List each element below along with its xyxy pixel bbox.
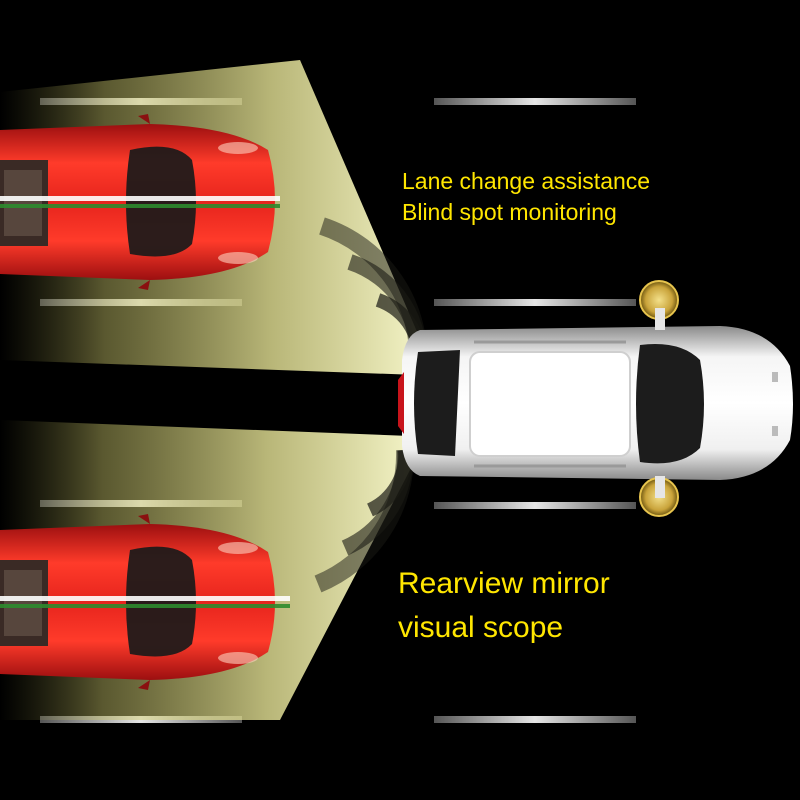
mirror-highlight-lower [639,476,679,517]
red-sports-car-upper [0,114,280,290]
feature-blind-spot-text: Blind spot monitoring [402,199,617,225]
white-hatchback [398,326,793,480]
red-sports-car-lower [0,514,290,690]
scope-title-line-2: visual scope [398,611,564,644]
mirror-highlight-upper [639,280,679,330]
scope-title-line-1: Rearview mirror [398,567,610,600]
feature-lane-change-text: Lane change assistance [402,168,651,194]
